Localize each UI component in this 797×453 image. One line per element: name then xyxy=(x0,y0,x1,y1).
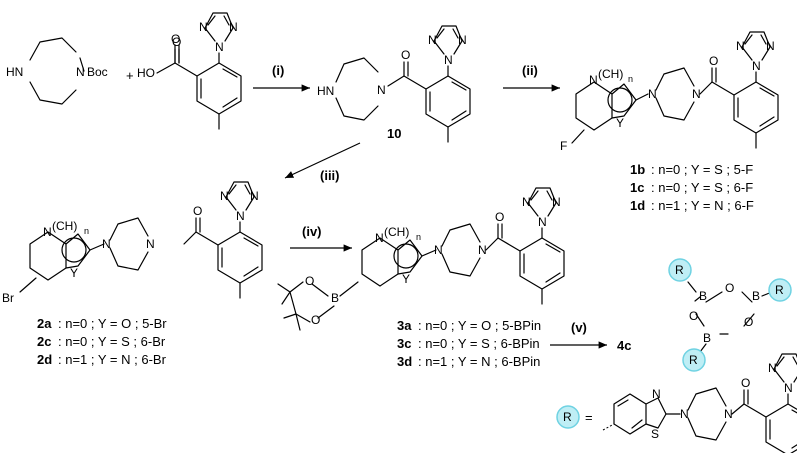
id-3d: 3d xyxy=(397,354,412,369)
compound-3-structure: N (CH) n Y B O O xyxy=(277,187,565,331)
svg-text:(CH): (CH) xyxy=(52,219,77,233)
svg-text:N: N xyxy=(377,83,386,97)
row-3c: : n=0 ; Y = S ; 6-BPin xyxy=(418,336,540,351)
svg-text:Y: Y xyxy=(402,272,410,286)
svg-text:(CH): (CH) xyxy=(598,67,623,81)
row-1d: : n=1 ; Y = N ; 6-F xyxy=(651,198,754,213)
boroxine-4c: B B B O O O R R R xyxy=(668,258,792,372)
step-i-label: (i) xyxy=(272,63,284,78)
svg-text:R: R xyxy=(775,283,784,297)
svg-text:N: N xyxy=(76,65,85,79)
table-3: 3a : n=0 ; Y = O ; 5-BPin 3c : n=0 ; Y =… xyxy=(397,318,541,369)
svg-text:R: R xyxy=(563,410,572,424)
svg-text:B: B xyxy=(752,289,760,303)
id-2d: 2d xyxy=(37,352,52,367)
step-ii-label: (ii) xyxy=(522,63,538,78)
id-1c: 1c xyxy=(630,180,644,195)
svg-text:O: O xyxy=(305,274,314,288)
ho-label: HO xyxy=(137,66,155,80)
svg-text:HN: HN xyxy=(317,84,334,98)
boc-label: Boc xyxy=(87,65,108,79)
svg-text:n: n xyxy=(416,232,421,242)
svg-text:(CH): (CH) xyxy=(384,225,409,239)
r-group-top xyxy=(668,258,692,282)
table-2: 2a : n=0 ; Y = O ; 5-Br 2c : n=0 ; Y = S… xyxy=(37,316,167,367)
svg-text:n: n xyxy=(628,74,633,84)
row-1c: : n=0 ; Y = S ; 6-F xyxy=(651,180,753,195)
compound-10-label: 10 xyxy=(387,126,401,141)
id-1d: 1d xyxy=(630,198,645,213)
svg-text:N: N xyxy=(652,387,661,401)
row-1b: : n=0 ; Y = S ; 5-F xyxy=(651,162,753,177)
step-iii-label: (iii) xyxy=(320,168,340,183)
svg-text:S: S xyxy=(651,427,659,441)
r-group-right xyxy=(768,278,792,302)
svg-text:B: B xyxy=(331,291,339,305)
boc-homopiperazine: HN N Boc xyxy=(6,37,108,105)
id-3c: 3c xyxy=(397,336,411,351)
table-1: 1b : n=0 ; Y = S ; 5-F 1c : n=0 ; Y = S … xyxy=(630,162,754,213)
compound-4c-label: 4c xyxy=(617,338,631,353)
row-2d: : n=1 ; Y = N ; 6-Br xyxy=(58,352,167,367)
row-3d: : n=1 ; Y = N ; 6-BPin xyxy=(418,354,540,369)
arrow-step-iii xyxy=(284,142,361,179)
svg-text:B: B xyxy=(703,331,711,345)
compound-10: HN N xyxy=(317,25,471,143)
row-3a: : n=0 ; Y = O ; 5-BPin xyxy=(418,318,541,333)
id-2a: 2a xyxy=(37,316,52,331)
compound-1-structure: N (CH) n Y F xyxy=(560,31,779,153)
step-iv-label: (iv) xyxy=(302,224,322,239)
svg-text:B: B xyxy=(699,289,707,303)
equals-sign: = xyxy=(585,410,593,425)
svg-text:n: n xyxy=(84,226,89,236)
row-2a: : n=0 ; Y = O ; 5-Br xyxy=(58,316,167,331)
svg-text:N: N xyxy=(589,73,598,87)
svg-text:O: O xyxy=(725,281,734,295)
hn-label: HN xyxy=(6,65,23,79)
svg-text:O: O xyxy=(311,313,320,327)
r-definition: R = N S xyxy=(556,353,797,453)
svg-text:N: N xyxy=(43,225,52,239)
svg-text:Y: Y xyxy=(70,266,78,280)
triazolyl-benzoic-acid: HO O xyxy=(137,12,242,130)
r-group-bottom xyxy=(682,348,706,372)
svg-text:F: F xyxy=(560,139,567,153)
svg-text:R: R xyxy=(675,263,684,277)
svg-text:N: N xyxy=(375,231,384,245)
id-3a: 3a xyxy=(397,318,412,333)
id-2c: 2c xyxy=(37,334,51,349)
svg-text:O: O xyxy=(689,309,698,323)
plus-sign: + xyxy=(126,68,134,83)
svg-text:R: R xyxy=(689,353,698,367)
step-v-label: (v) xyxy=(571,320,587,335)
row-2c: : n=0 ; Y = S ; 6-Br xyxy=(58,334,166,349)
id-1b: 1b xyxy=(630,162,645,177)
svg-text:Y: Y xyxy=(616,116,624,130)
svg-text:Br: Br xyxy=(2,291,14,305)
r-group-definition xyxy=(556,405,580,429)
svg-text:O: O xyxy=(744,315,753,329)
compound-2-structure: N (CH) n Y Br xyxy=(2,181,263,305)
